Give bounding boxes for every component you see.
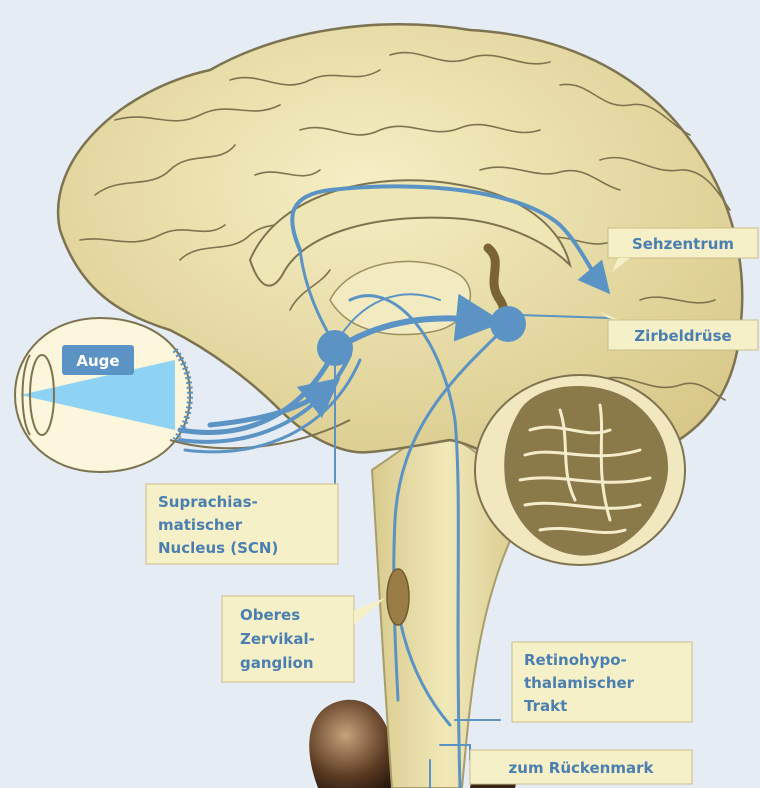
label-scn-line2: matischer <box>158 516 243 534</box>
label-auge: Auge <box>62 345 134 375</box>
label-trakt-line2: thalamischer <box>524 674 635 692</box>
label-trakt-line1: Retinohypo- <box>524 651 627 669</box>
label-auge-text: Auge <box>76 352 119 370</box>
pineal-node <box>490 306 526 342</box>
label-rueckenmark: zum Rückenmark <box>470 750 692 784</box>
label-rueckenmark-text: zum Rückenmark <box>509 759 655 777</box>
label-trakt-line3: Trakt <box>524 697 567 715</box>
ganglion-node <box>387 569 409 625</box>
label-scn-line1: Suprachias- <box>158 493 258 511</box>
label-ganglion-line3: ganglion <box>240 654 314 672</box>
label-zirbeldruese-text: Zirbeldrüse <box>634 327 731 345</box>
label-ganglion-line1: Oberes <box>240 606 300 624</box>
label-sehzentrum-text: Sehzentrum <box>632 235 734 253</box>
scn-node <box>317 330 353 366</box>
label-trakt: Retinohypo- thalamischer Trakt <box>512 642 692 722</box>
label-scn: Suprachias- matischer Nucleus (SCN) <box>146 484 338 564</box>
label-ganglion-line2: Zervikal- <box>240 630 315 648</box>
label-scn-line3: Nucleus (SCN) <box>158 539 278 557</box>
cerebellum <box>475 375 685 565</box>
label-ganglion: Oberes Zervikal- ganglion <box>222 596 385 682</box>
